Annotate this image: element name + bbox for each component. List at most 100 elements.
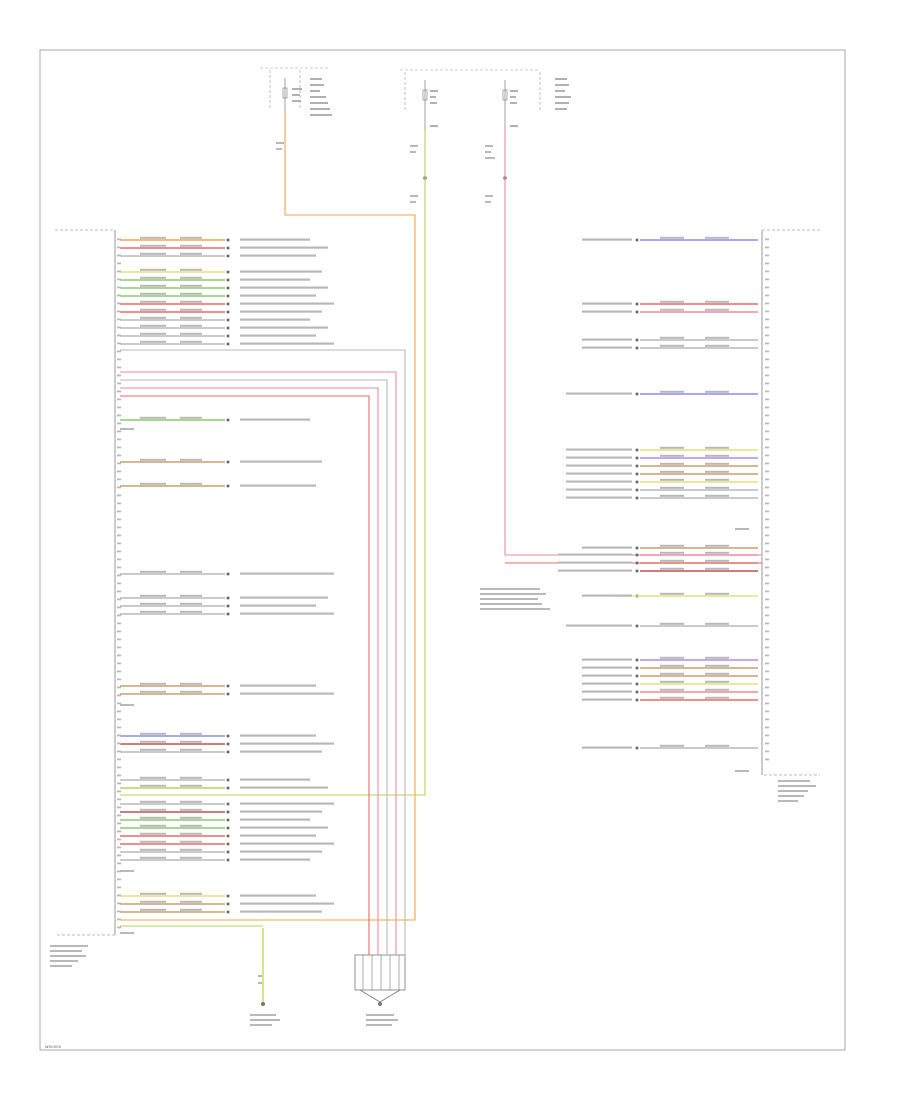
- circuit-label-bar: [240, 278, 310, 281]
- circuit-label-bar: [582, 690, 632, 693]
- wire-code-bar: [660, 390, 684, 393]
- pin-number-bar: [765, 382, 769, 385]
- ground-label-bar: [250, 1019, 280, 1021]
- wire-label-bar: [485, 195, 493, 197]
- pin-number-bar: [117, 526, 121, 529]
- pin-number-bar: [117, 646, 121, 649]
- wire-code-bar: [705, 744, 729, 747]
- pin-number-bar: [117, 830, 121, 833]
- pin-number-bar: [765, 238, 769, 241]
- pin-number-bar: [117, 342, 121, 345]
- wire-code-bar: [140, 682, 166, 685]
- wire-code-bar: [140, 748, 166, 751]
- circuit-label-bar: [558, 569, 632, 572]
- circuit-label-bar: [240, 858, 310, 861]
- wire-label-bar: [410, 195, 418, 197]
- circuit-label-bar: [240, 310, 322, 313]
- circuit-label-bar: [240, 818, 310, 821]
- wire-code-bar: [140, 800, 166, 803]
- circuit-label-bar: [582, 302, 632, 305]
- wire-code-bar: [660, 664, 684, 667]
- circuit-label-bar: [566, 496, 632, 499]
- wire-code-bar: [705, 544, 729, 547]
- pin-number-bar: [117, 774, 121, 777]
- wire-code-bar: [140, 908, 166, 911]
- pin-number-bar: [117, 742, 121, 745]
- pin-number-bar: [117, 854, 121, 857]
- pin-number-bar: [117, 590, 121, 593]
- pin-number-bar: [117, 598, 121, 601]
- wire-code-bar: [180, 244, 202, 247]
- pin-number-bar: [117, 870, 121, 873]
- wire-code-bar: [705, 486, 729, 489]
- circuit-label-bar: [582, 310, 632, 313]
- pin-number-bar: [117, 358, 121, 361]
- pin-number-bar: [765, 414, 769, 417]
- wire-code-bar: [705, 236, 729, 239]
- wire-code-bar: [705, 680, 729, 683]
- wire-code-bar: [180, 732, 202, 735]
- pin-number-bar: [117, 558, 121, 561]
- wire-code-bar: [180, 416, 202, 419]
- harness-wire: [120, 349, 406, 955]
- fuse-icon: [502, 89, 508, 101]
- pin-node: [226, 692, 230, 696]
- pin-number-bar: [117, 694, 121, 697]
- circuit-label-bar: [240, 612, 334, 615]
- pin-node: [635, 746, 639, 750]
- wire-code-bar: [180, 832, 202, 835]
- pin-number-bar: [765, 446, 769, 449]
- wire-code-bar: [705, 696, 729, 699]
- pin-number-bar: [765, 614, 769, 617]
- pin-number-bar: [765, 302, 769, 305]
- pin-node: [226, 326, 230, 330]
- wire-code-bar: [180, 316, 202, 319]
- circuit-label-bar: [582, 346, 632, 349]
- pin-number-bar: [117, 678, 121, 681]
- module-name-bar: [50, 950, 82, 952]
- fuse-icon: [422, 89, 428, 101]
- pin-number-bar: [117, 790, 121, 793]
- pin-number-bar: [117, 894, 121, 897]
- wire-code-bar: [705, 478, 729, 481]
- wire-code-bar: [180, 610, 202, 613]
- pin-number-bar: [117, 734, 121, 737]
- circuit-label-bar: [240, 802, 334, 805]
- harness-wire: [504, 130, 762, 556]
- wire-code-bar: [180, 482, 202, 485]
- connector-id-bar: [120, 704, 134, 706]
- pin-number-bar: [117, 414, 121, 417]
- wire-code-bar: [705, 470, 729, 473]
- pin-node: [226, 604, 230, 608]
- pin-node: [226, 342, 230, 346]
- wire-code-bar: [705, 300, 729, 303]
- circuit-label-bar: [240, 318, 310, 321]
- ground-icon: [261, 1002, 265, 1006]
- pin-number-bar: [117, 446, 121, 449]
- harness-wire: [120, 379, 388, 955]
- wire-harness: [120, 110, 762, 955]
- circuit-labels: [50, 142, 816, 1026]
- wire-code-bar: [180, 840, 202, 843]
- pin-node: [226, 684, 230, 688]
- pin-number-bar: [117, 918, 121, 921]
- pin-number-bar: [117, 270, 121, 273]
- pin-node: [226, 750, 230, 754]
- circuit-label-bar: [582, 658, 632, 661]
- pin-number-bar: [117, 350, 121, 353]
- wire-code-bar: [660, 446, 684, 449]
- pin-number-bar: [117, 910, 121, 913]
- pin-number-bar: [765, 486, 769, 489]
- right-module-connector: [761, 229, 820, 776]
- pin-number-bar: [765, 478, 769, 481]
- pin-number-bar: [765, 542, 769, 545]
- pin-number-bar: [765, 694, 769, 697]
- pin-number-bar: [117, 550, 121, 553]
- pin-number-bar: [765, 470, 769, 473]
- pin-node: [226, 294, 230, 298]
- connector-id-bar: [735, 528, 749, 530]
- circuit-label-bar: [240, 778, 310, 781]
- pin-number-bar: [765, 582, 769, 585]
- pin-number-bar: [117, 246, 121, 249]
- wire-code-bar: [660, 344, 684, 347]
